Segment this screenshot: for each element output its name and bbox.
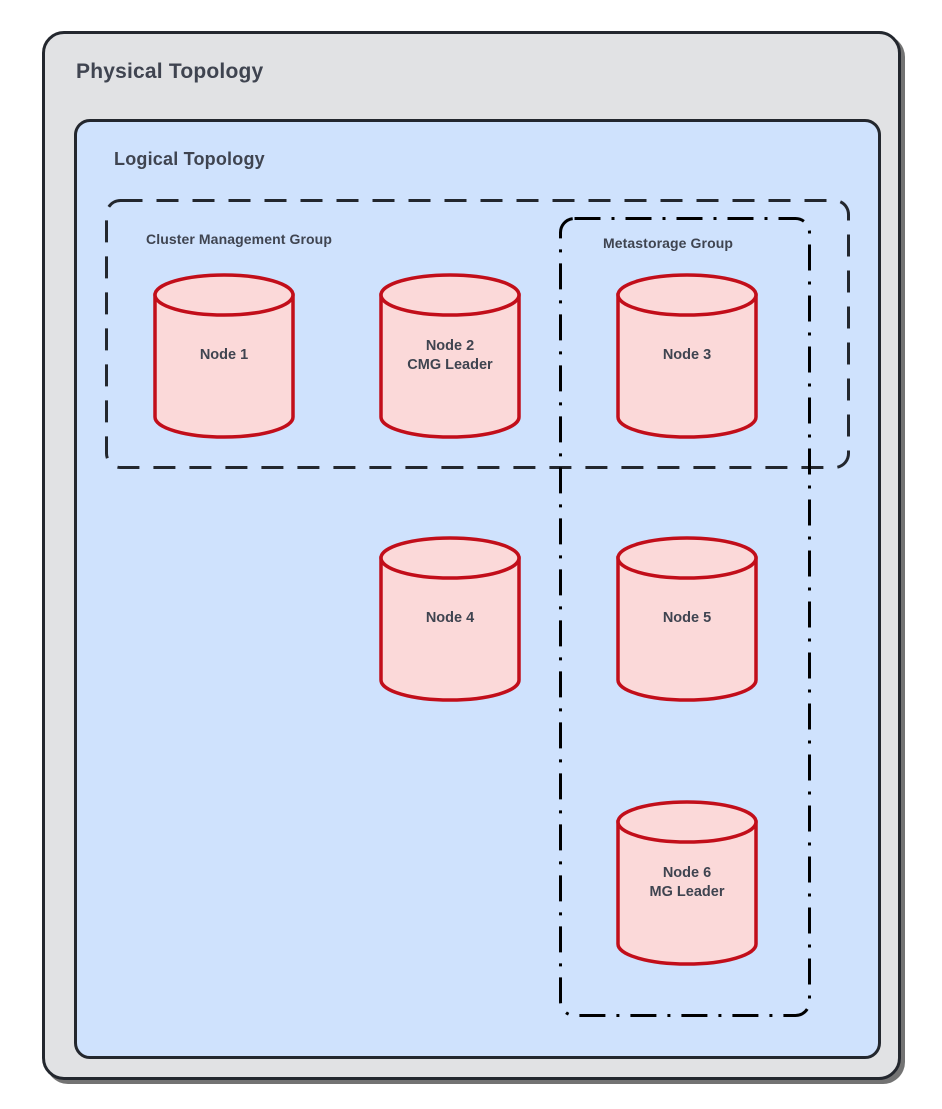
cluster-management-group-box: Cluster Management Group (105, 199, 850, 469)
cylinder-icon (379, 273, 521, 439)
node-cylinder[interactable]: Node 6 MG Leader (615, 799, 759, 967)
node-cylinder[interactable]: Node 1 (152, 272, 296, 440)
metastorage-group-label: Metastorage Group (603, 235, 734, 251)
cylinder-icon (616, 536, 758, 702)
cylinder-icon (616, 800, 758, 966)
metastorage-group-box: Metastorage Group (559, 217, 811, 1017)
cylinder-icon (379, 536, 521, 702)
cylinder-icon (616, 273, 758, 439)
physical-topology-title: Physical Topology (76, 60, 264, 83)
node-cylinder[interactable]: Node 4 (378, 535, 522, 703)
metastorage-group-outline (559, 217, 811, 1017)
logical-topology-title: Logical Topology (114, 149, 265, 169)
cluster-management-group-outline (105, 199, 850, 469)
cylinder-icon (153, 273, 295, 439)
node-cylinder[interactable]: Node 3 (615, 272, 759, 440)
cluster-management-group-label: Cluster Management Group (146, 231, 332, 247)
node-cylinder[interactable]: Node 2 CMG Leader (378, 272, 522, 440)
node-cylinder[interactable]: Node 5 (615, 535, 759, 703)
